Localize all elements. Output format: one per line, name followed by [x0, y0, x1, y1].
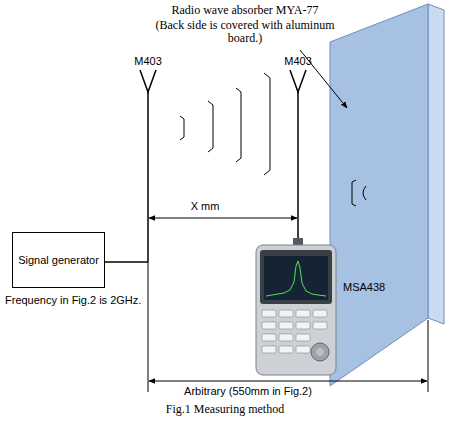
frequency-note: Frequency in Fig.2 is 2GHz. [3, 294, 143, 307]
key-button [313, 310, 327, 317]
extension-line [148, 262, 149, 392]
key-button [262, 334, 276, 341]
absorber-panel [330, 4, 444, 386]
dimension-label: Arbitrary (550mm in Fig.2) [182, 385, 314, 398]
antenna-element [140, 70, 156, 92]
figure-caption: Fig.1 Measuring method [166, 403, 284, 416]
generator-cable [98, 261, 148, 263]
extension-line [428, 320, 429, 392]
reflected-wave [363, 186, 366, 200]
key-button [279, 334, 293, 341]
antenna-element [290, 70, 306, 92]
absorber-side [428, 4, 444, 324]
reflected-wave [352, 180, 356, 206]
key-button [262, 346, 276, 353]
box-label: Signal generator [18, 254, 99, 267]
key-button [279, 346, 293, 353]
wave-front [264, 73, 270, 175]
wave-front [180, 116, 184, 140]
transmit-antenna [98, 70, 156, 262]
key-button [296, 322, 310, 329]
absorber-face [330, 4, 428, 386]
key-button [296, 346, 310, 353]
screen-bezel [260, 250, 332, 304]
key-button [296, 334, 310, 341]
antenna-model: M403 [282, 55, 314, 68]
signal-generator-box: Signal generator [12, 232, 105, 288]
knob-center [316, 348, 324, 356]
key-button [279, 322, 293, 329]
antenna-cable [147, 92, 149, 262]
absorber-note: (Back side is covered with aluminum boar… [153, 19, 337, 45]
radio-waves [180, 73, 270, 175]
antenna-model: M403 [132, 55, 164, 68]
key-button [313, 322, 327, 329]
key-button [262, 310, 276, 317]
analyzer-model: MSA438 [341, 281, 387, 294]
key-button [262, 322, 276, 329]
key-button [279, 310, 293, 317]
wave-front [236, 88, 241, 162]
overall-dimension [149, 381, 427, 382]
distance-dimension [149, 218, 297, 219]
wave-front [208, 101, 213, 152]
rotary-knob [311, 343, 329, 361]
antenna-cable [297, 92, 299, 244]
analyzer-body [256, 245, 336, 375]
distance-label: X mm [189, 200, 222, 213]
key-button [296, 310, 310, 317]
spectrum-analyzer [256, 238, 336, 375]
spectrum-trace [266, 261, 326, 296]
analyzer-screen [264, 256, 328, 300]
absorber-name: Radio wave absorber MYA-77 [170, 4, 321, 17]
